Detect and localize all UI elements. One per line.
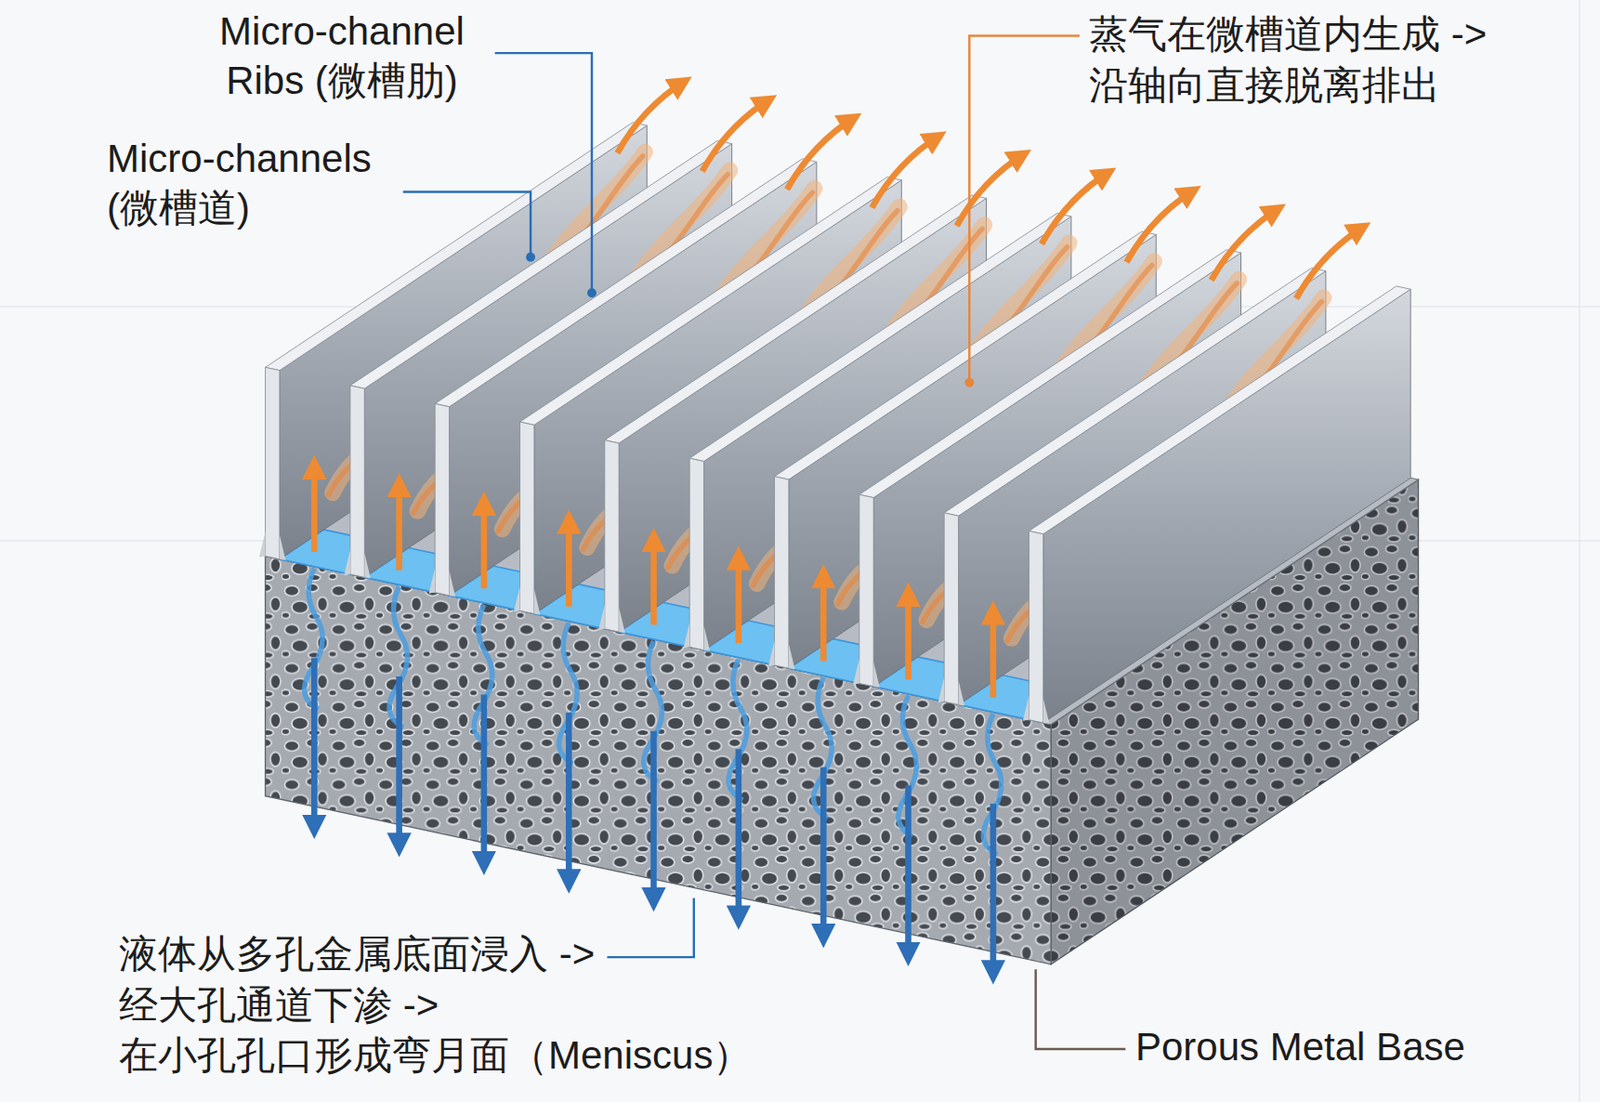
vapour-arrow [568, 516, 570, 607]
part-label: Porous Metal Base [1135, 1022, 1545, 1074]
vapour-exit-arrow [1041, 171, 1111, 245]
vapour-arrow [314, 461, 315, 552]
grid-line [1578, 0, 1581, 1102]
note-label: 液体从多孔金属底面浸入 -> 经大孔通道下渗 -> 在小孔孔口形成弯月面（Men… [118, 929, 770, 1082]
leader-dot [525, 252, 536, 263]
leader-dot [964, 378, 974, 388]
vapour-exit-arrow [786, 117, 856, 190]
part-label: Micro-channel Ribs (微槽肋) [193, 7, 491, 105]
liquid-arrow [398, 676, 400, 851]
note-label: 蒸气在微槽道内生成 -> 沿轴向直接脱离排出 [1088, 9, 1526, 111]
leader-line [495, 52, 592, 291]
vapour-arrow [653, 535, 655, 626]
vapour-exit-arrow [1211, 208, 1281, 281]
liquid-arrow [907, 785, 909, 959]
liquid-arrow [483, 694, 485, 868]
vapour-arrow [992, 607, 994, 698]
vapour-arrow [737, 552, 739, 643]
leader-dot [587, 288, 597, 298]
rib [1022, 286, 1411, 724]
leader-line [606, 897, 694, 958]
liquid-arrow [568, 712, 570, 887]
leader-line [969, 35, 1080, 381]
vapour-exit-arrow [1296, 225, 1365, 299]
part-label: Micro-channels (微槽道) [106, 134, 414, 233]
leader-line [1036, 969, 1127, 1050]
leader-line [403, 191, 531, 255]
liquid-arrow [992, 803, 994, 978]
liquid-arrow [653, 731, 655, 905]
vapour-arrow [398, 480, 400, 571]
vapour-arrow [483, 498, 485, 590]
vapour-exit-arrow [702, 98, 772, 171]
vapour-exit-arrow [957, 153, 1026, 226]
vapour-exit-arrow [871, 135, 941, 209]
heat-sink-drawing [259, 35, 1419, 1050]
vapour-arrow [907, 589, 909, 680]
vapour-exit-arrow [1126, 189, 1195, 263]
liquid-arrow [823, 767, 825, 942]
liquid-arrow [314, 657, 315, 832]
vapour-exit-arrow [616, 80, 686, 154]
liquid-arrow [737, 748, 739, 923]
vapour-arrow [823, 571, 825, 662]
